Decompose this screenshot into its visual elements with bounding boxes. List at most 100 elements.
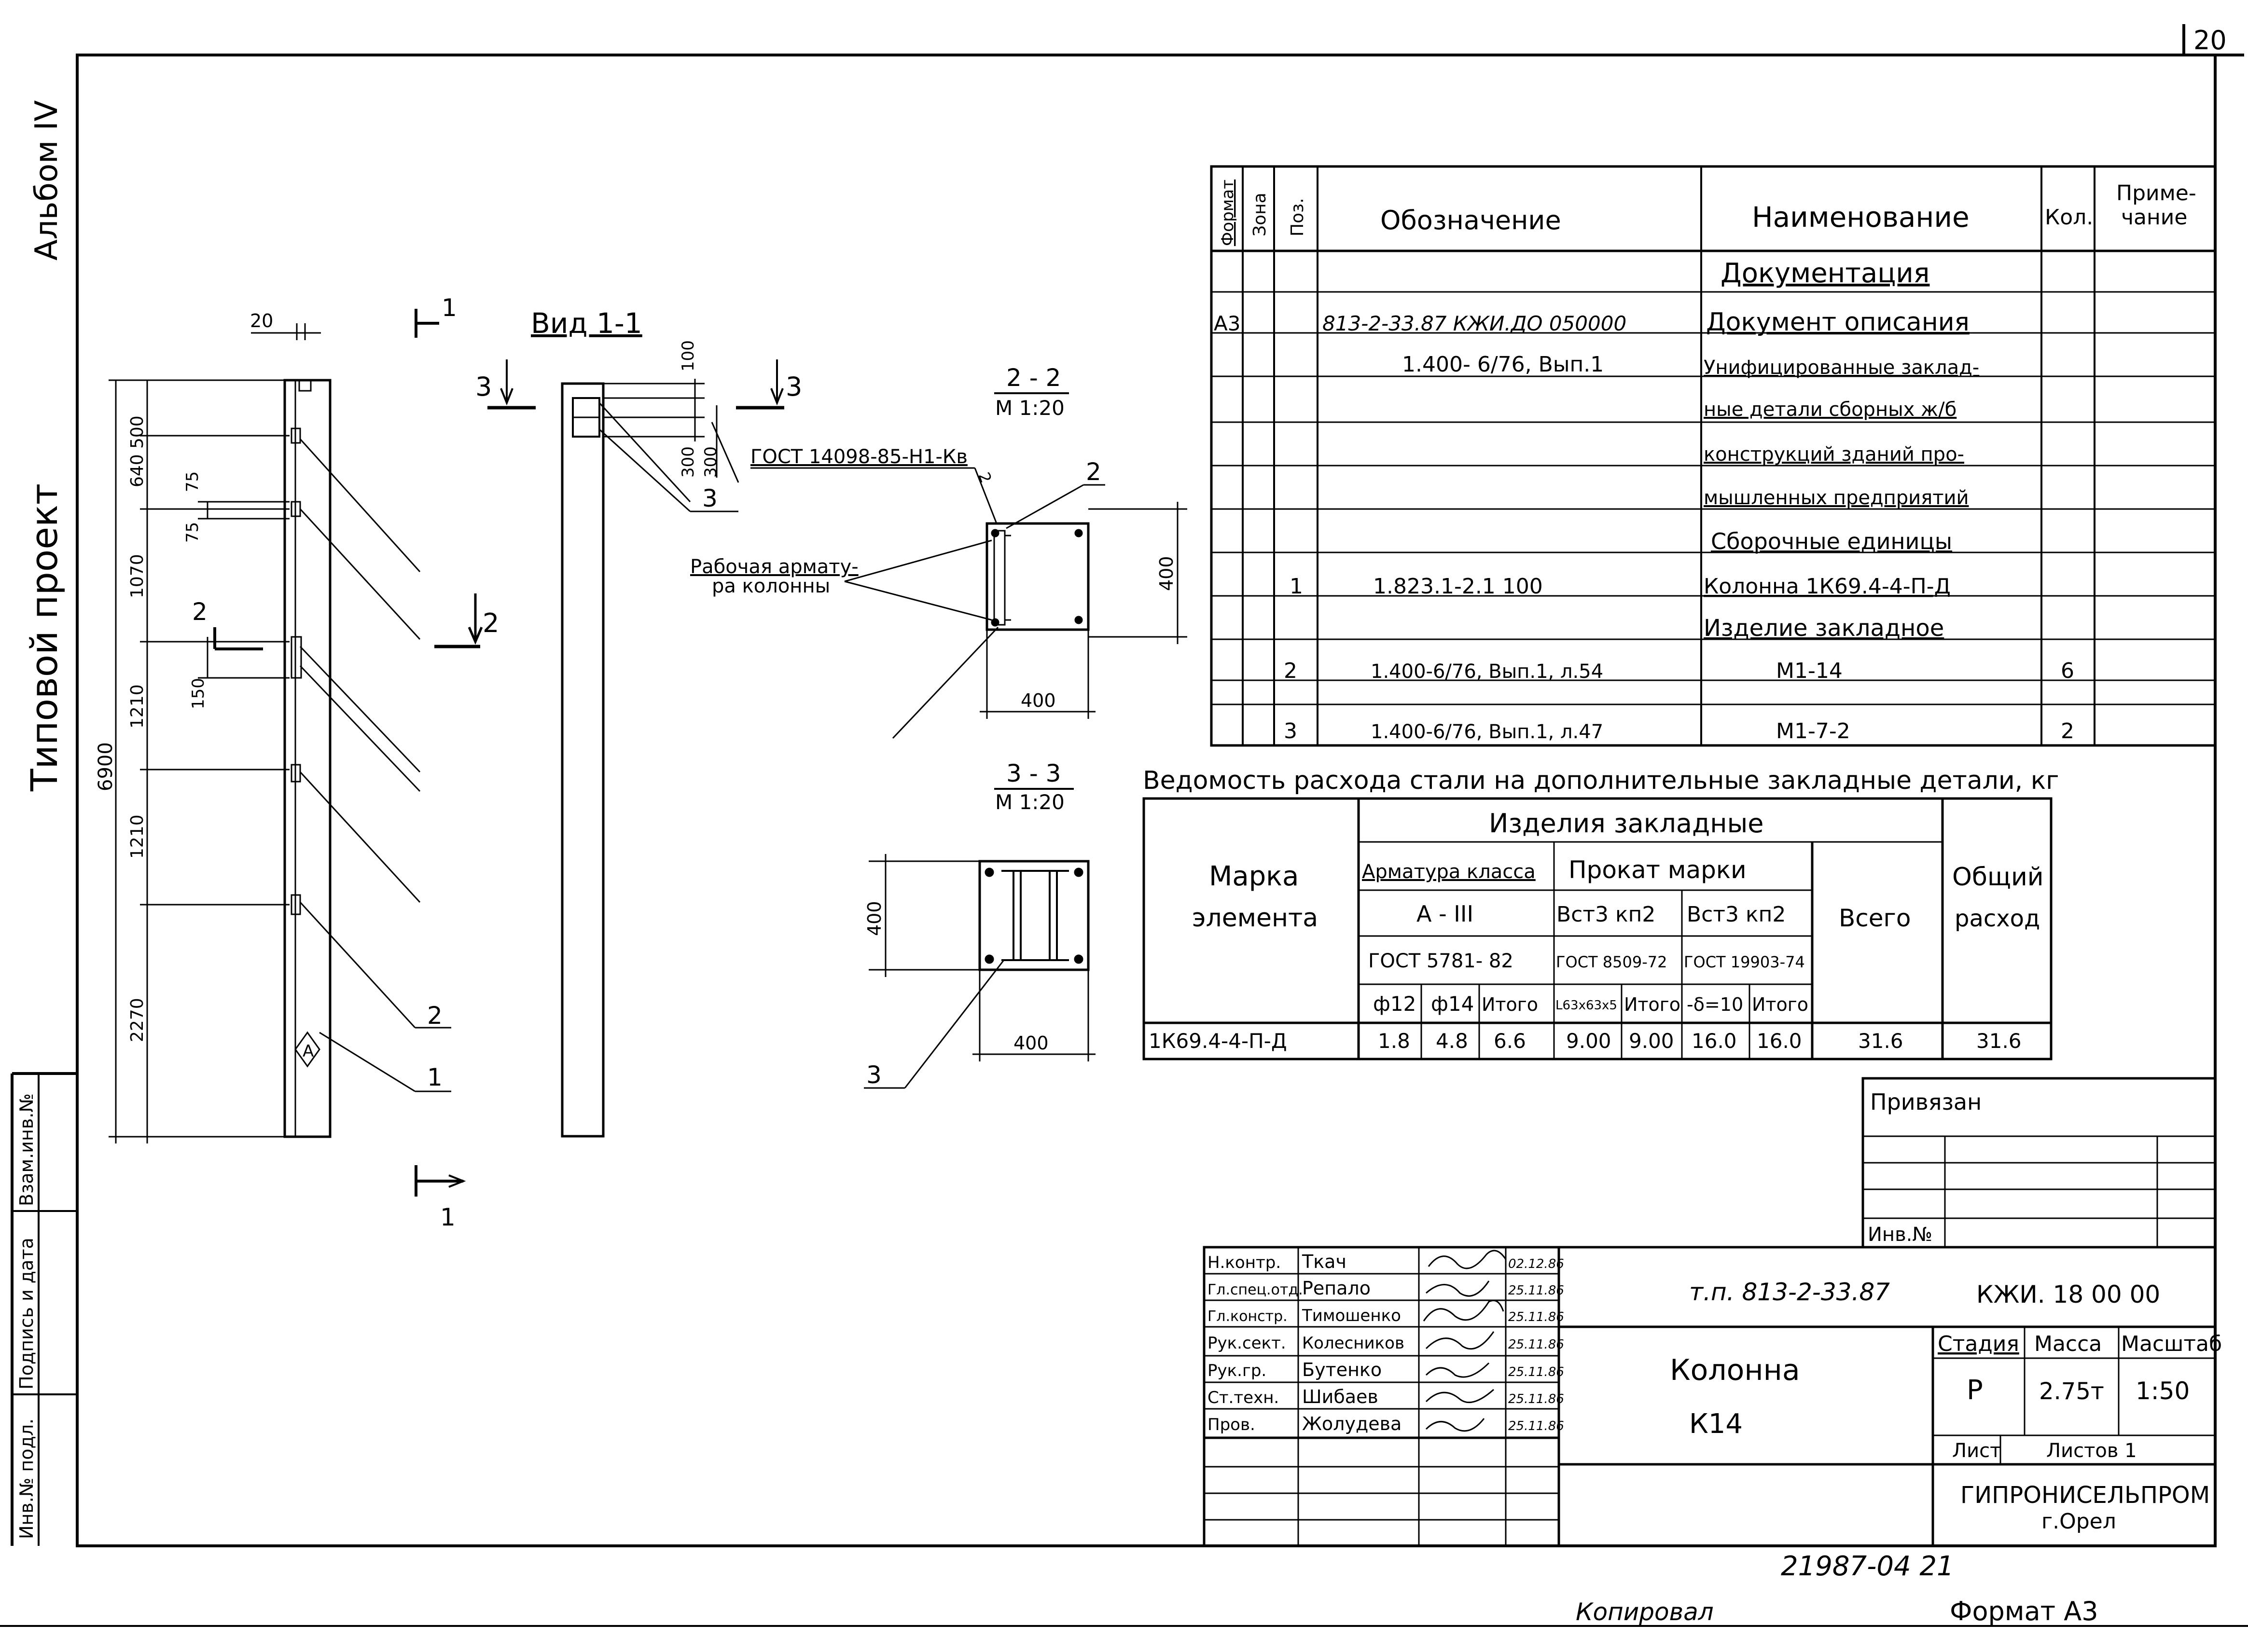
tb-name-5: Шибаев — [1302, 1386, 1378, 1407]
section-33-drawing — [978, 860, 1090, 971]
tb-mass: 2.75т — [2039, 1378, 2104, 1405]
cut-1-mark — [415, 309, 466, 1197]
tb-title-2: К14 — [1689, 1408, 1743, 1440]
column-elevation — [283, 379, 332, 1138]
tb-name-6: Жолудева — [1302, 1413, 1402, 1434]
tb-name-0: Ткач — [1302, 1251, 1346, 1272]
steel-row-total3: 16.0 — [1757, 1029, 1802, 1053]
spec-header-note2: чание — [2121, 205, 2187, 230]
tb-scale: 1:50 — [2136, 1377, 2190, 1405]
section-33-title: 3 - 3 — [1006, 759, 1061, 787]
spec-row-7-pos: 1 — [1290, 574, 1303, 599]
steel-sub-total1: Итого — [1482, 994, 1538, 1015]
spec-row-6-name: Сборочные единицы — [1711, 528, 1952, 554]
steel-sub-f14: ф14 — [1431, 992, 1474, 1016]
position-leaders — [299, 438, 451, 1092]
steel-row-plate: 16.0 — [1692, 1029, 1737, 1053]
rebar-note-2: ра колонны — [712, 575, 830, 597]
dim-300b: 300 — [701, 446, 721, 478]
steel-h-total: Всего — [1839, 904, 1911, 932]
title-block-dates: 02.12.86 25.11.86 25.11.86 25.11.86 25.1… — [1508, 1257, 1564, 1433]
note-leaders — [750, 467, 1105, 739]
steel-sub-plate: -δ=10 — [1687, 994, 1743, 1015]
steel-h-mark-2: элемента — [1192, 904, 1318, 933]
dim-500: 500 — [127, 415, 147, 449]
tb-date-0: 02.12.86 — [1508, 1257, 1564, 1271]
cut-1-bottom: 1 — [440, 1203, 456, 1231]
section-22-title: 2 - 2 — [1006, 364, 1061, 392]
label-a: А — [303, 1042, 314, 1061]
dim-1210b: 1210 — [127, 814, 147, 859]
steel-h-mark-1: Марка — [1209, 861, 1299, 892]
tb-name-3: Колесников — [1302, 1334, 1404, 1353]
leader-1: 1 — [427, 1063, 443, 1091]
sheet-frame — [0, 24, 2248, 1627]
steel-row-f12: 1.8 — [1378, 1029, 1410, 1053]
tb-date-3: 25.11.86 — [1508, 1337, 1564, 1352]
tb-date-6: 25.11.86 — [1508, 1419, 1564, 1433]
spec-row-8-name: Изделие закладное — [1704, 615, 1944, 642]
tb-role-1: Гл.спец.отд. — [1207, 1281, 1303, 1298]
tb-role-6: Пров. — [1207, 1415, 1255, 1434]
steel-sub-total2: Итого — [1624, 994, 1680, 1015]
spec-row-4-name: конструкций зданий про- — [1704, 443, 1964, 466]
dim-1210a: 1210 — [127, 684, 147, 729]
spec-row-1-designation: 813-2-33.87 КЖИ.ДО 050000 — [1322, 312, 1626, 335]
tb-name-2: Тимошенко — [1302, 1306, 1401, 1325]
steel-row-total2: 9.00 — [1629, 1029, 1674, 1053]
tb-sheet-h: Лист — [1952, 1440, 2001, 1462]
spec-row-3-name: ные детали сборных ж/б — [1704, 399, 1957, 421]
spec-row-0-name: Документация — [1721, 258, 1929, 289]
rebar-note-1: Рабочая армату- — [690, 556, 859, 578]
spec-header-qty: Кол. — [2045, 205, 2093, 230]
dim-400-22h: 400 — [1021, 690, 1056, 711]
spec-header-designation: Обозначение — [1380, 205, 1561, 235]
tb-org-1: ГИПРОНИСЕЛЬПРОМ — [1960, 1482, 2210, 1509]
steel-h-common-2: расход — [1955, 905, 2040, 932]
view-leader-3: 3 — [702, 484, 718, 512]
spec-header-note1: Приме- — [2116, 181, 2196, 206]
cut-2-right-mark — [434, 593, 483, 648]
dim-100: 100 — [679, 340, 698, 372]
view-title: Вид 1-1 — [531, 307, 642, 340]
steel-h-rebar: Арматура класса — [1362, 861, 1536, 883]
tb-role-3: Рук.сект. — [1207, 1334, 1286, 1353]
dim-75b: 75 — [183, 522, 202, 543]
steel-h-gost1: ГОСТ 8509-72 — [1556, 953, 1667, 971]
view-dims — [598, 379, 739, 512]
spec-row-9-designation: 1.400-6/76, Вып.1, л.54 — [1371, 661, 1603, 683]
dim-400-33v: 400 — [864, 901, 885, 936]
view-1-1 — [487, 359, 784, 1138]
archive-number: 21987-04 21 — [1781, 1551, 1954, 1582]
spec-table-grid — [1210, 165, 2217, 747]
spec-header-name: Наименование — [1752, 201, 1970, 234]
dim-top-20: 20 — [250, 310, 273, 331]
tb-scale-h: Масштаб — [2121, 1332, 2222, 1356]
tb-org-2: г.Орел — [2041, 1509, 2116, 1534]
section-33-dims — [864, 854, 1096, 1089]
steel-table-grid — [1142, 797, 2053, 1060]
spec-row-5-name: мышленных предприятий — [1704, 487, 1969, 509]
spec-header-format: Формат — [1218, 179, 1237, 246]
tb-role-4: Рук.гр. — [1207, 1361, 1266, 1380]
binding-label: Привязан — [1870, 1089, 1982, 1115]
cut-2-right: 2 — [483, 608, 499, 638]
tb-name-1: Репало — [1302, 1278, 1371, 1299]
sheet-number: 20 — [2193, 25, 2227, 55]
album-label: Альбом IV — [29, 100, 65, 261]
steel-h-common-1: Общий — [1952, 863, 2044, 892]
section-22-dims — [980, 502, 1187, 719]
stamp-inv: Инв.№ подл. — [16, 1418, 37, 1539]
steel-row-all: 31.6 — [1858, 1029, 1903, 1053]
cut-3-right: 3 — [786, 372, 802, 402]
section-33-scale: М 1:20 — [995, 790, 1065, 814]
spec-row-10-name: М1-7-2 — [1776, 719, 1850, 743]
spec-row-10-qty: 2 — [2061, 719, 2074, 743]
tb-role-2: Гл.констр. — [1207, 1308, 1288, 1325]
tb-date-5: 25.11.86 — [1508, 1392, 1564, 1406]
dim-total: 6900 — [95, 742, 117, 791]
dim-1070: 1070 — [127, 554, 147, 598]
steel-row-angle: 9.00 — [1566, 1029, 1611, 1053]
tb-date-2: 25.11.86 — [1508, 1310, 1564, 1324]
